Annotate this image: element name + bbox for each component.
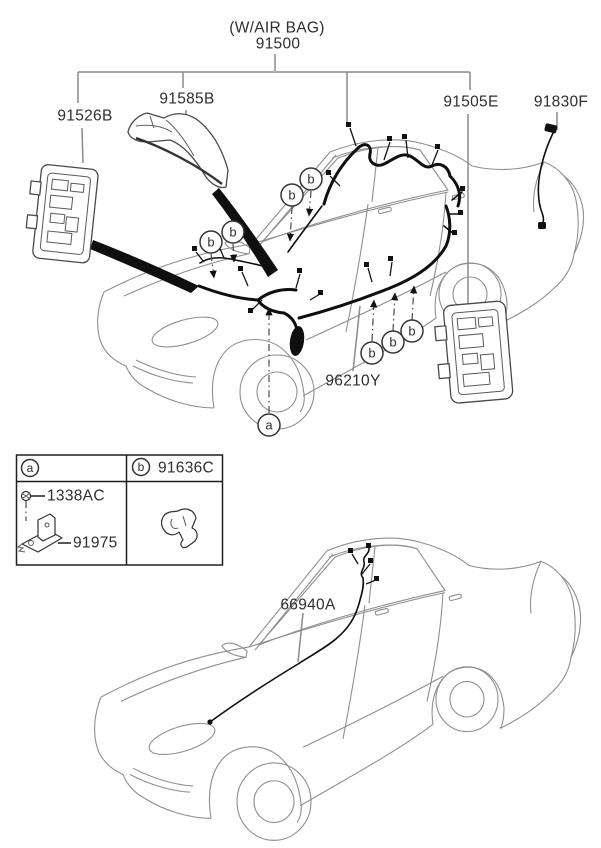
left-junction-box-part [25, 164, 99, 264]
callout-b-letter: b [408, 324, 415, 339]
antenna-cable-part [537, 123, 558, 229]
callout-a-letter: a [265, 418, 273, 433]
bolt-1338AC-icon [20, 490, 45, 521]
part-label-96210Y: 96210Y [325, 373, 380, 390]
callout-b-6: b [381, 330, 405, 354]
callout-b-letter: b [288, 188, 295, 203]
callout-b-letter: b [229, 225, 236, 240]
airbag-note-label: (W/AIR BAG) [229, 20, 324, 37]
main-wiring-harness [90, 122, 465, 356]
callout-b-1: b [299, 167, 323, 191]
callout-b-letter: b [207, 235, 214, 250]
clip-91636C-icon [160, 508, 198, 549]
part-label-91526B: 91526B [57, 108, 112, 125]
callout-b-3: b [221, 220, 245, 244]
table-header-a: a [20, 458, 40, 478]
table-b-letter: b [138, 460, 145, 474]
callout-b-4: b [199, 230, 223, 254]
roof-wiring-harness-66940A [207, 543, 379, 725]
antenna-connector-bottom [538, 222, 546, 229]
part-label-91975: 91975 [73, 535, 118, 552]
callout-b-7: b [400, 319, 424, 343]
callout-b-letter: b [368, 346, 375, 361]
callout-b-2: b [280, 183, 304, 207]
part-label-91636C: 91636C [158, 460, 214, 477]
callout-a-1: a [257, 413, 281, 437]
legend-table: a b 91636C 1338AC 91975 [15, 454, 224, 566]
part-label-66940A: 66940A [280, 597, 336, 614]
part-label-91585B: 91585B [159, 91, 214, 108]
right-junction-box-part [434, 300, 514, 404]
table-a-letter: a [27, 461, 34, 475]
part-label-91505E: 91505E [443, 94, 498, 111]
antenna-connector-top [544, 123, 558, 134]
part-label-91500: 91500 [256, 36, 301, 53]
harness-wedge-apillar [212, 188, 278, 277]
part-label-1338AC: 1338AC [47, 488, 105, 505]
cowl-side-trim-part [127, 112, 229, 189]
callout-leaders [209, 190, 418, 413]
part-label-91830F: 91830F [534, 94, 588, 111]
bracket-91975-icon [16, 513, 63, 553]
harness-wedge-left [90, 240, 199, 293]
harness-boot [289, 326, 305, 356]
table-header-b: b [131, 457, 151, 477]
callout-b-letter: b [307, 172, 314, 187]
callout-b-letter: b [389, 335, 396, 350]
bottom-car-outline [94, 537, 582, 841]
callout-b-5: b [360, 341, 384, 365]
